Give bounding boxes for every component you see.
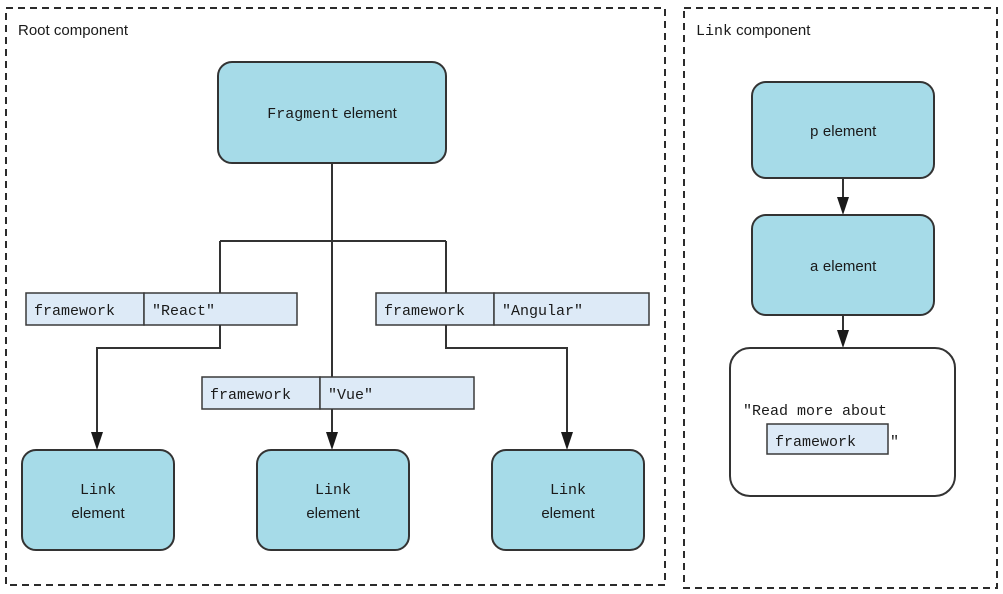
link-panel-border (683, 7, 998, 589)
text-node-box (729, 347, 956, 497)
link-element-node-1: Link element (21, 449, 175, 551)
prop-vue-name-cell (201, 376, 321, 410)
link-element-box-2 (256, 449, 410, 551)
arrowhead-middle-link (326, 432, 338, 450)
prop-box-angular: framework "Angular" (375, 292, 650, 326)
p-element-label: p element (810, 123, 877, 141)
arrowhead-right-link (561, 432, 573, 450)
a-element-sans: element (819, 258, 877, 275)
prop-vue-value-cell (319, 376, 475, 410)
framework-chip-box (766, 423, 889, 455)
link-panel-label: Link component (696, 22, 811, 40)
link-element-node-2: Link element (256, 449, 410, 551)
link-element-mono-3: Link (550, 482, 586, 499)
arrowhead-a-to-text (837, 330, 849, 348)
link-element-sans-1: element (71, 505, 125, 522)
p-element-mono: p (810, 124, 819, 141)
prop-react-value-cell (143, 292, 298, 326)
a-element-label: a element (810, 258, 877, 276)
framework-chip-label: framework (775, 434, 856, 451)
prop-react-value: "React" (152, 303, 215, 320)
link-element-sans-2: element (306, 505, 360, 522)
p-element-sans: element (819, 123, 877, 140)
fragment-element-label: Fragment element (267, 105, 397, 123)
link-component-panel: Link component p element a element "Read… (683, 7, 998, 589)
p-element-node: p element (751, 81, 935, 179)
fragment-element-mono: Fragment (267, 106, 339, 123)
link-element-sans-3: element (541, 505, 595, 522)
prop-box-vue: framework "Vue" (201, 376, 475, 410)
prop-vue-value: "Vue" (328, 387, 373, 404)
arrowhead-left-link (91, 432, 103, 450)
link-panel-label-sans: component (732, 22, 811, 39)
text-node-closing-quote: " (890, 434, 899, 451)
prop-vue-name: framework (210, 387, 291, 404)
a-element-mono: a (810, 259, 819, 276)
link-panel-label-mono: Link (696, 23, 732, 40)
prop-box-react: framework "React" (25, 292, 298, 326)
prop-react-name-cell (25, 292, 145, 326)
text-node-line1: "Read more about (743, 403, 887, 420)
fragment-element-node: Fragment element (217, 61, 447, 164)
root-panel-border (5, 7, 666, 586)
prop-angular-value-cell (493, 292, 650, 326)
prop-angular-name-cell (375, 292, 495, 326)
root-panel-label: Root component (18, 22, 129, 39)
link-element-mono-2: Link (315, 482, 351, 499)
link-element-node-3: Link element (491, 449, 645, 551)
prop-react-name: framework (34, 303, 115, 320)
fragment-element-sans: element (339, 105, 397, 122)
link-element-box-3 (491, 449, 645, 551)
arrowhead-p-to-a (837, 197, 849, 215)
connector-angular-to-link (445, 325, 568, 438)
prop-angular-name: framework (384, 303, 465, 320)
connector-react-to-link (96, 325, 221, 438)
link-element-box-1 (21, 449, 175, 551)
a-element-node: a element (751, 214, 935, 316)
prop-angular-value: "Angular" (502, 303, 583, 320)
root-component-panel: Root component Fragment element framewor… (5, 7, 666, 586)
link-element-mono-1: Link (80, 482, 116, 499)
root-panel-label-text: Root component (18, 22, 129, 39)
text-node: "Read more about framework " (729, 347, 956, 497)
